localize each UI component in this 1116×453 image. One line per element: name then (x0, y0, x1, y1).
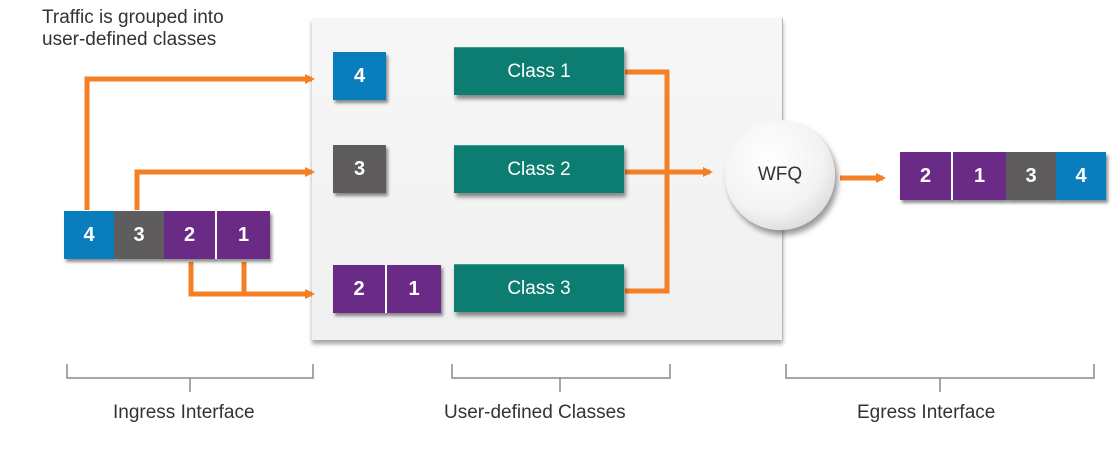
class-1-to-wfq (625, 69, 670, 172)
queue-3-packet-2: 2 (333, 265, 387, 313)
arrow-to-queue-1 (84, 74, 315, 210)
classes-bracket (451, 364, 671, 392)
ingress-packet-4: 4 (64, 211, 114, 259)
ingress-bracket (66, 364, 314, 392)
egress-packet-1: 1 (953, 152, 1006, 200)
egress-packet-4: 4 (1056, 152, 1106, 200)
arrow-to-queue-3 (188, 262, 315, 299)
ingress-interface-label: Ingress Interface (113, 402, 255, 423)
egress-interface-label: Egress Interface (857, 402, 996, 423)
class-3-box: Class 3 (454, 264, 624, 312)
class-2-box: Class 2 (454, 145, 624, 193)
user-defined-classes-label: User-defined Classes (444, 402, 626, 423)
wfq-scheduler: WFQ (725, 120, 835, 230)
ingress-packet-1: 1 (217, 211, 270, 259)
ingress-packet-3: 3 (114, 211, 164, 259)
egress-packet-3: 3 (1006, 152, 1056, 200)
note-line-1: Traffic is grouped into (42, 7, 224, 28)
arrow-to-queue-2 (134, 167, 315, 210)
traffic-note: Traffic is grouped into user-defined cla… (42, 7, 224, 51)
ingress-packet-2: 2 (164, 211, 217, 259)
class-3-to-wfq (625, 172, 670, 294)
class-1-box: Class 1 (454, 47, 624, 95)
egress-bracket (785, 364, 1095, 392)
queue-2-packet-3: 3 (333, 145, 386, 193)
note-line-2: user-defined classes (42, 29, 217, 50)
egress-packet-2: 2 (900, 152, 953, 200)
queue-3-packet-1: 1 (387, 265, 441, 313)
queue-1-packet-4: 4 (333, 52, 386, 100)
